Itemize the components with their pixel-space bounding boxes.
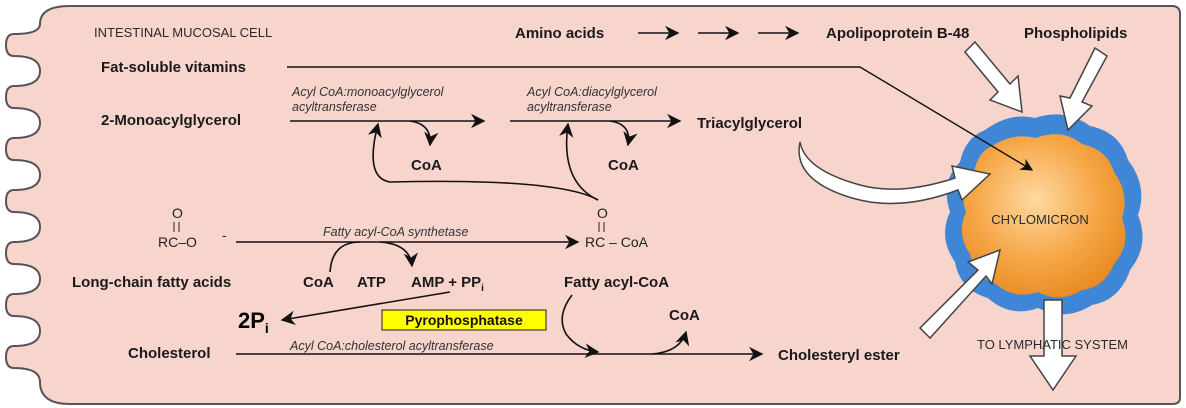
acyl-coa-feed-1 (367, 122, 599, 201)
phospholipid-arrow (1059, 46, 1108, 132)
node-monoacylglycerol: 2-Monoacylglycerol (101, 112, 241, 129)
node-cholesteryl-ester: Cholesteryl ester (778, 347, 900, 364)
enzyme-dag-line1: Acyl CoA:diacylglycerol (526, 85, 658, 99)
node-cholesterol: Cholesterol (128, 345, 211, 362)
node-fatty-acyl-coa: Fatty acyl-CoA (564, 274, 669, 291)
acid-o-top: O (172, 205, 183, 221)
enzyme-pyrophosphatase: Pyrophosphatase (405, 312, 523, 328)
enzyme-dag-line2: acyltransferase (527, 100, 612, 114)
node-fat-soluble-vitamins: Fat-soluble vitamins (101, 59, 246, 76)
two-pi-sub: i (265, 320, 269, 336)
coa-release-2 (609, 120, 638, 147)
amp-release (379, 241, 418, 268)
acyl-formula: RC – CoA (585, 234, 649, 250)
node-coa-4: CoA (669, 307, 700, 324)
node-amino-acids: Amino acids (515, 25, 604, 42)
acyl-coa-to-acat (561, 294, 600, 358)
acyl-o-top: O (597, 205, 608, 221)
node-apolipoprotein: Apolipoprotein B-48 (826, 25, 969, 42)
node-long-chain-fatty-acids: Long-chain fatty acids (72, 274, 231, 291)
node-2pi: 2Pi (238, 308, 269, 336)
node-coa-2: CoA (608, 157, 639, 174)
pyrophosphate-arrow (280, 291, 451, 325)
enzyme-mag-line2: acyltransferase (292, 100, 377, 114)
coa-release-4 (651, 330, 690, 355)
coa-atp-in (329, 241, 361, 273)
vitamins-arrow-diagonal (859, 66, 1034, 171)
lymphatic-label: TO LYMPHATIC SYSTEM (977, 337, 1128, 352)
two-pi-main: 2P (238, 308, 265, 333)
node-coa-1: CoA (411, 157, 442, 174)
acid-formula: RC–O (158, 234, 197, 250)
pyrophosphatase-highlight (381, 309, 547, 331)
lymphatic-arrow (1028, 299, 1078, 392)
amp-pp-main: AMP + PP (411, 274, 481, 291)
cholesteryl-ester-arrow (918, 248, 1002, 340)
node-atp: ATP (357, 274, 386, 291)
node-coa-3: CoA (303, 274, 334, 291)
chylomicron-core (961, 134, 1126, 298)
amp-pp-sub: i (481, 283, 484, 294)
cell-label: INTESTINAL MUCOSAL CELL (94, 25, 272, 40)
chylomicron-label: CHYLOMICRON (991, 212, 1089, 227)
triacylglycerol-arrow (798, 141, 992, 205)
node-phospholipids: Phospholipids (1024, 25, 1127, 42)
acid-charge: - (222, 227, 227, 243)
enzyme-synthetase: Fatty acyl-CoA synthetase (323, 225, 468, 239)
node-triacylglycerol: Triacylglycerol (697, 115, 802, 132)
apolipoprotein-arrow (963, 40, 1023, 114)
cell-membrane (4, 5, 1181, 405)
acyl-coa-feed-2 (559, 122, 599, 201)
coa-release-1 (409, 120, 439, 147)
enzyme-acat: Acyl CoA:cholesterol acyltransferase (289, 339, 494, 353)
node-amp-pp: AMP + PPi (411, 274, 484, 294)
enzyme-mag-line1: Acyl CoA:monoacylglycerol (291, 85, 445, 99)
